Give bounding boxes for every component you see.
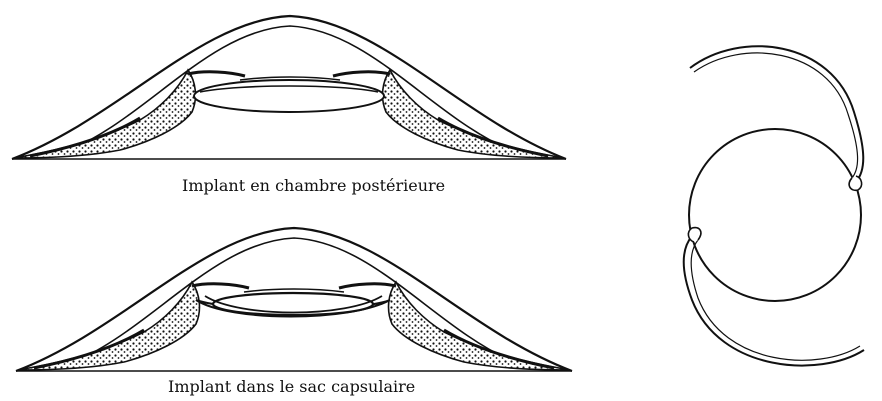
upper-haptic-outer (690, 46, 863, 182)
eye-section-posterior-chamber (12, 16, 566, 159)
right-iris-shelf (339, 284, 396, 288)
optic (689, 129, 861, 301)
left-iris-shelf (188, 72, 245, 76)
left-iris-tissue (14, 70, 195, 158)
caption-posterior-chamber: Implant en chambre postérieure (182, 176, 445, 195)
left-iris-shelf (192, 284, 249, 288)
caption-capsular-bag: Implant dans le sac capsulaire (168, 377, 415, 396)
intraocular-lens-front-view (684, 46, 864, 365)
pupil-edge (244, 289, 344, 292)
eye-section-capsular-bag (16, 228, 572, 371)
right-iris-shelf (333, 72, 390, 76)
upper-haptic-inner (694, 53, 858, 178)
right-iris-tissue (389, 282, 570, 370)
left-iris-tissue (18, 282, 199, 370)
lens-implant (194, 80, 384, 112)
upper-haptic-joint (849, 176, 862, 190)
lower-haptic-joint (688, 228, 701, 242)
